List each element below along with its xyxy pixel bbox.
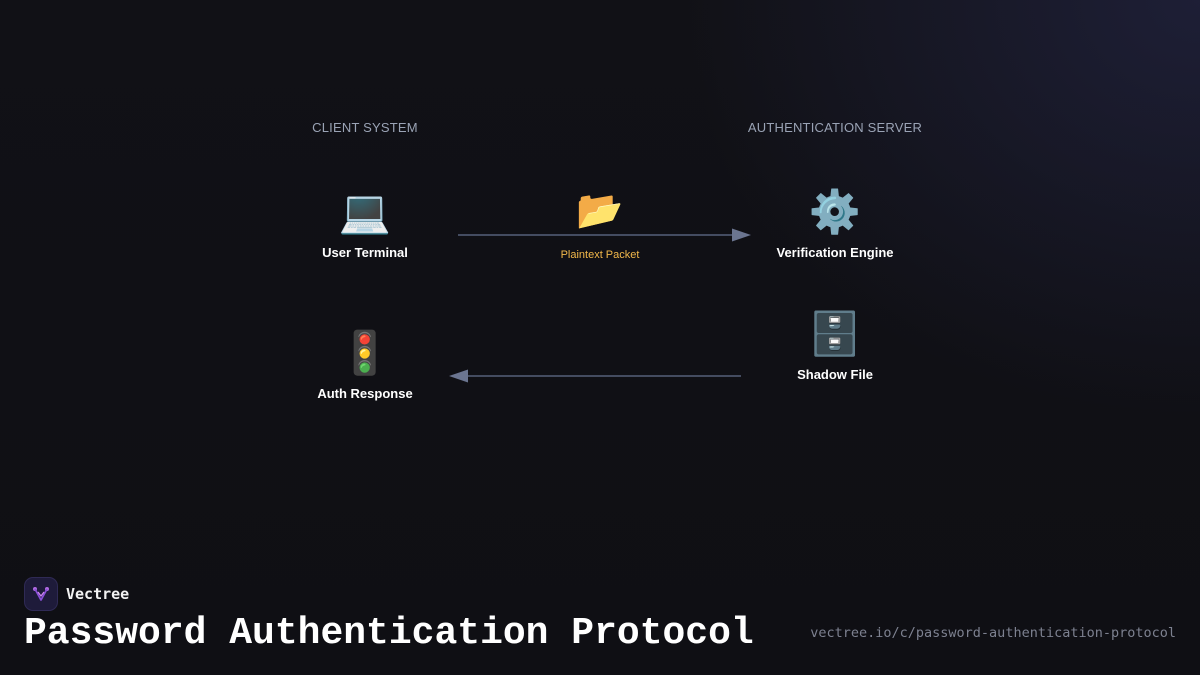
gear-icon: ⚙️ [808,187,862,236]
traffic-light-icon: 🚦 [338,328,392,377]
vectree-logo-icon [24,577,58,611]
brand-name: Vectree [66,585,130,603]
page-url[interactable]: vectree.io/c/password-authentication-pro… [810,625,1176,641]
authentication-server-header: AUTHENTICATION SERVER [747,120,923,135]
shadow-file-label: Shadow File [797,367,873,382]
arrow-head-shadow-to-response [449,369,468,383]
user-terminal-label: User Terminal [322,245,408,260]
page-title: Password Authentication Protocol [24,612,754,655]
arrow-auth-response [449,369,741,383]
verification-engine-node[interactable]: ⚙️ Verification Engine [735,187,935,260]
laptop-icon: 💻 [338,187,392,236]
plaintext-packet-label: Plaintext Packet [560,249,640,261]
brand[interactable]: Vectree [24,577,129,611]
verification-engine-label: Verification Engine [776,245,894,260]
vectree-logo-mark [33,587,49,601]
open-folder-icon: 📂 [576,188,624,232]
shadow-file-node[interactable]: 🗄️ Shadow File [735,309,935,382]
auth-response-label: Auth Response [317,386,413,401]
auth-response-node[interactable]: 🚦 Auth Response [265,328,465,401]
client-system-header: CLIENT SYSTEM [312,120,418,135]
arrow-plaintext-packet [458,228,751,242]
arrow-head-terminal-to-engine [732,228,751,242]
user-terminal-node[interactable]: 💻 User Terminal [265,187,465,260]
file-cabinet-icon: 🗄️ [808,309,862,358]
